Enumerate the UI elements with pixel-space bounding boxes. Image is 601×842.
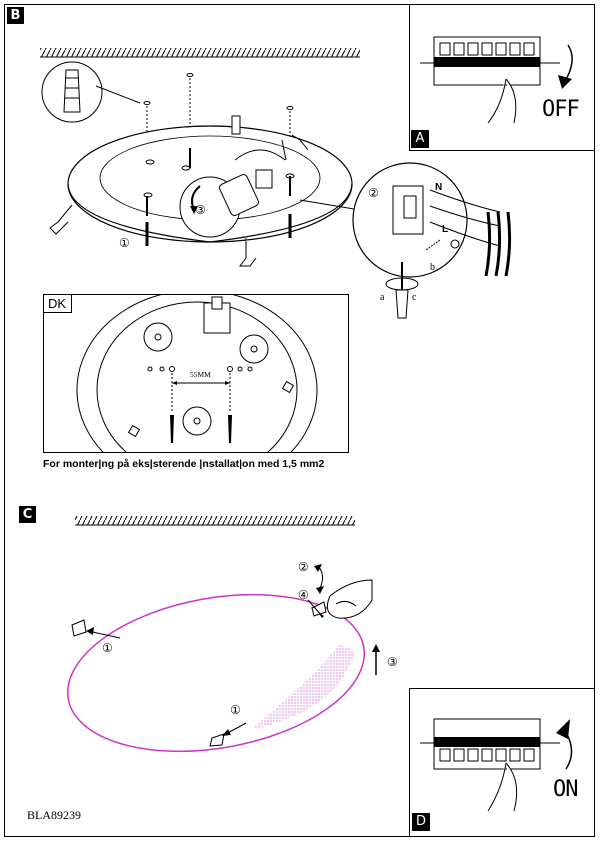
screw-icon [145,148,292,246]
callout-c-1b: ① [230,703,241,717]
ceiling-hatch-b [40,48,360,57]
callout-c-1a: ① [102,641,113,655]
breaker-on-illustration [420,718,573,812]
section-b-label: B [7,7,24,24]
rotation-label-c: c [412,292,417,303]
dk-tag: DK [44,295,73,313]
callout-1: ① [119,236,130,250]
panel-d-label: D [412,813,430,831]
panel-d-switch-on: ON [409,688,595,837]
wall-plug-icon [41,61,141,123]
rotation-label-a: a [380,292,385,303]
callout-c-3: ③ [387,655,398,669]
callout-2: ② [368,186,379,200]
screwdriver-icon [385,262,419,319]
callout-c-4: ④ [298,588,309,602]
panel-a-switch-off: OFF [409,5,595,151]
dk-detail-box: DK 55MM [43,294,349,453]
panel-a-label: A [411,130,429,148]
installation-caption: For monter|ng på eks|sterende |nstallat|… [43,458,325,470]
wire-label-l: L [442,224,449,235]
switch-state-off: OFF [542,97,580,122]
section-c-label: C [19,506,36,523]
switch-state-on: ON [553,777,578,802]
dk-mounting-illustration [76,295,318,452]
callout-3: ③ [195,203,206,217]
page-frame [4,4,595,837]
direction-label-b: b [430,262,435,273]
breaker-off-illustration [420,36,573,124]
dimension-label: 55MM [190,370,211,379]
wiring-detail [352,162,501,278]
callout-c-2: ② [298,560,309,574]
wire-label-n: N [435,182,443,193]
product-code: BLA89239 [27,808,81,822]
